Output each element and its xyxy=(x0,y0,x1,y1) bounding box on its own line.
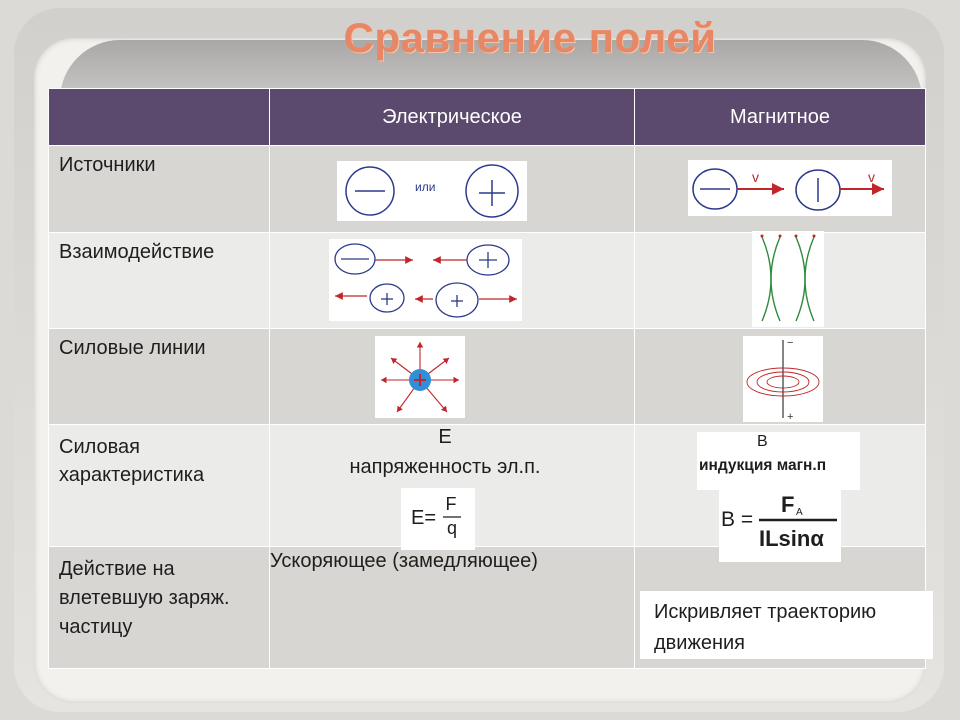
connector-text: или xyxy=(415,180,435,194)
magnetic-symbol: В xyxy=(757,433,768,450)
electric-interaction-figure xyxy=(329,239,522,321)
row-label-field-lines: Силовые линии xyxy=(48,328,270,425)
row-label-characteristic: Силовая характеристика xyxy=(48,424,270,547)
magnetic-action-box: Искривляет траекторию движения xyxy=(640,591,933,659)
row-label-interaction: Взаимодействие xyxy=(48,232,270,329)
magnetic-interaction-figure xyxy=(752,231,824,327)
formula-b-lhs: B = xyxy=(721,508,753,531)
formula-e-denominator: q xyxy=(447,518,457,538)
formula-b-numerator: F xyxy=(781,492,794,517)
pole-label: + xyxy=(787,411,793,422)
header-empty xyxy=(48,88,270,146)
pole-label: − xyxy=(787,337,793,349)
velocity-label: v xyxy=(752,169,759,185)
formula-e-numerator: F xyxy=(446,494,457,514)
electric-characteristic-name: напряженность эл.п. xyxy=(349,456,541,478)
comparison-table: Электрическое Магнитное Источники Взаимо… xyxy=(48,88,926,669)
row-label-sources: Источники xyxy=(48,145,270,233)
slide-title: Сравнение полей xyxy=(343,14,717,61)
electric-symbol: E xyxy=(438,426,452,448)
magnetic-sources-figure: v v xyxy=(688,160,892,216)
table-header-row: Электрическое Магнитное xyxy=(48,88,926,146)
formula-b-subscript: A xyxy=(796,507,803,518)
formula-b-denominator: ILsinα xyxy=(759,526,824,551)
electric-action-text: Ускоряющее (замедляющее) xyxy=(270,550,538,572)
velocity-label: v xyxy=(868,169,875,185)
magnetic-characteristic-name: индукция магн.п xyxy=(699,457,827,474)
formula-e-lhs: E= xyxy=(411,507,436,529)
magnetic-characteristic-box: В индукция магн.п xyxy=(697,432,860,490)
magnetic-field-lines-figure: + − xyxy=(743,336,823,423)
header-magnetic: Магнитное xyxy=(634,88,926,146)
header-electric: Электрическое xyxy=(269,88,635,146)
formula-e: E= F q xyxy=(401,488,475,550)
table-row: Действие на влетевшую заряж. частицу xyxy=(48,546,926,669)
electric-sources-figure: или xyxy=(337,161,527,221)
electric-field-lines-figure xyxy=(375,336,465,418)
formula-b: B = F A ILsinα xyxy=(719,488,841,562)
row-label-action: Действие на влетевшую заряж. частицу xyxy=(48,546,270,669)
magnetic-action-text: Искривляет траекторию движения xyxy=(654,601,877,654)
